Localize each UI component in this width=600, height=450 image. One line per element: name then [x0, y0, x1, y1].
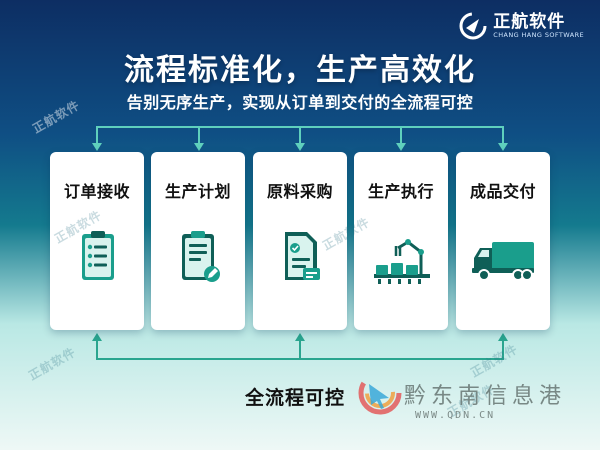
- bottom-connector-line: [96, 338, 504, 360]
- top-connector-line: [96, 126, 504, 145]
- step-card-execution: 生产执行: [354, 152, 448, 330]
- brand-name-cn: 正航软件: [493, 11, 566, 32]
- page-title: 流程标准化，生产高效化: [124, 53, 476, 88]
- site-watermark-url: WWW.QDN.CN: [415, 410, 496, 421]
- bottom-label: 全流程可控: [245, 387, 346, 409]
- site-logo-icon: [358, 371, 402, 415]
- step-card-order: 订单接收: [50, 152, 144, 330]
- clipboard-edit-icon: [182, 231, 220, 282]
- site-watermark-name: 黔东南信息港: [404, 384, 567, 409]
- step-label: 生产执行: [367, 182, 434, 201]
- delivery-truck-icon: [472, 242, 534, 281]
- page-subtitle: 告别无序生产，实现从订单到交付的全流程可控: [126, 93, 474, 112]
- step-label: 成品交付: [469, 182, 536, 201]
- brand-logo: 正航软件 CHANG HANG SOFTWARE: [459, 12, 584, 40]
- step-card-delivery: 成品交付: [456, 152, 550, 330]
- brand-logo-icon: [459, 12, 487, 40]
- brand-watermark: 正航软件: [26, 344, 79, 383]
- step-card-purchase: 原料采购: [253, 152, 347, 330]
- step-label: 生产计划: [164, 182, 231, 201]
- process-steps: 订单接收 生产计划: [50, 152, 550, 330]
- brand-name-en: CHANG HANG SOFTWARE: [493, 30, 584, 39]
- brand-watermark: 正航软件: [468, 341, 521, 380]
- document-check-icon: [285, 232, 320, 280]
- assembly-line-robot-icon: [374, 239, 430, 284]
- step-label: 订单接收: [63, 182, 130, 201]
- step-card-plan: 生产计划: [151, 152, 245, 330]
- clipboard-list-icon: [82, 231, 114, 280]
- step-label: 原料采购: [266, 182, 333, 201]
